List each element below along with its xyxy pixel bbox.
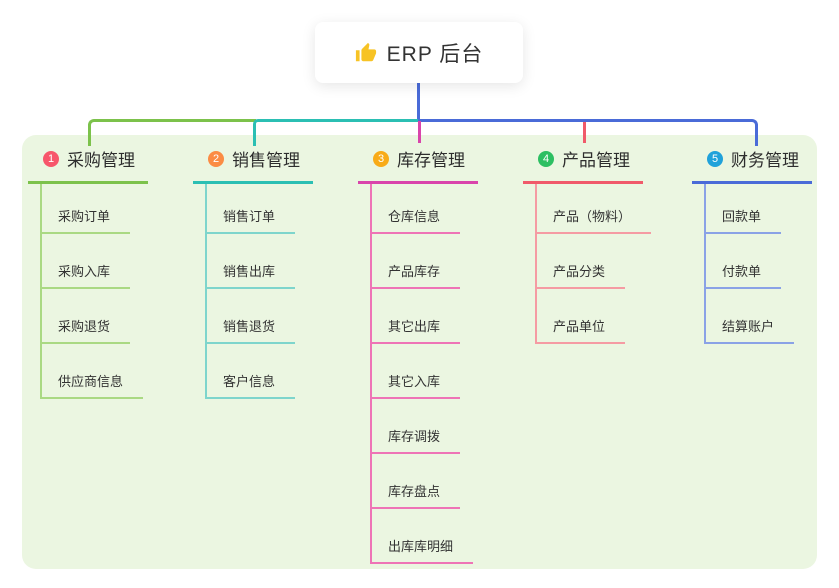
branch-item[interactable]: 付款单 [706, 234, 782, 289]
branch-number-badge: 5 [707, 150, 723, 167]
branch-title: 采购管理 [67, 151, 135, 170]
branch-title: 财务管理 [731, 151, 799, 170]
branch-item[interactable]: 回款单 [706, 184, 782, 234]
branch-items: 产品（物料） 产品分类 产品单位 [535, 184, 652, 344]
branch-header-finance[interactable]: 5 财务管理 [692, 146, 812, 184]
branch-sales: 2 销售管理 销售订单 销售出库 销售退货 客户信息 [193, 146, 313, 399]
connector-bus-finance [418, 119, 758, 146]
branch-header-inventory[interactable]: 3 库存管理 [358, 146, 478, 184]
branch-title: 销售管理 [232, 151, 300, 170]
root-connector-line [417, 82, 420, 121]
branch-items: 销售订单 销售出库 销售退货 客户信息 [205, 184, 313, 399]
branch-number-badge: 3 [373, 150, 389, 167]
branches-background-panel [22, 135, 817, 569]
branch-item[interactable]: 产品分类 [537, 234, 626, 289]
branch-item[interactable]: 采购入库 [42, 234, 131, 289]
branch-item[interactable]: 供应商信息 [42, 344, 144, 399]
branch-product: 4 产品管理 产品（物料） 产品分类 产品单位 [523, 146, 652, 344]
branch-items: 仓库信息 产品库存 其它出库 其它入库 库存调拨 库存盘点 出库库明细 [370, 184, 478, 564]
branch-item[interactable]: 销售退货 [207, 289, 296, 344]
root-node-erp[interactable]: ERP 后台 [315, 22, 523, 83]
branch-item[interactable]: 结算账户 [706, 289, 795, 344]
branch-item[interactable]: 其它入库 [372, 344, 461, 399]
connector-elbow-sales [253, 119, 421, 146]
branch-item[interactable]: 销售出库 [207, 234, 296, 289]
branch-item[interactable]: 销售订单 [207, 184, 296, 234]
branch-number-badge: 1 [43, 150, 59, 167]
branch-number-badge: 2 [208, 150, 224, 167]
branch-item[interactable]: 仓库信息 [372, 184, 461, 234]
branch-item[interactable]: 其它出库 [372, 289, 461, 344]
branch-header-purchase[interactable]: 1 采购管理 [28, 146, 148, 184]
connector-drop-product [583, 122, 586, 143]
branch-number-badge: 4 [538, 150, 554, 167]
branch-item[interactable]: 客户信息 [207, 344, 296, 399]
branch-items: 采购订单 采购入库 采购退货 供应商信息 [40, 184, 148, 399]
connector-drop-inventory [418, 121, 421, 143]
branch-item[interactable]: 库存调拨 [372, 399, 461, 454]
branch-header-sales[interactable]: 2 销售管理 [193, 146, 313, 184]
branch-title: 产品管理 [562, 151, 630, 170]
branch-item[interactable]: 采购订单 [42, 184, 131, 234]
branch-purchase: 1 采购管理 采购订单 采购入库 采购退货 供应商信息 [28, 146, 148, 399]
branch-item[interactable]: 库存盘点 [372, 454, 461, 509]
branch-finance: 5 财务管理 回款单 付款单 结算账户 [692, 146, 812, 344]
connector-elbow-purchase [88, 119, 256, 146]
branch-item[interactable]: 出库库明细 [372, 509, 474, 564]
root-node-title: ERP 后台 [386, 42, 484, 66]
branch-title: 库存管理 [397, 151, 465, 170]
branch-inventory: 3 库存管理 仓库信息 产品库存 其它出库 其它入库 库存调拨 库存盘点 出库库… [358, 146, 478, 564]
branch-header-product[interactable]: 4 产品管理 [523, 146, 643, 184]
branch-item[interactable]: 产品单位 [537, 289, 626, 344]
branch-items: 回款单 付款单 结算账户 [704, 184, 812, 344]
branch-item[interactable]: 产品（物料） [537, 184, 652, 234]
branch-item[interactable]: 产品库存 [372, 234, 461, 289]
thumbs-up-icon [355, 42, 377, 64]
branch-item[interactable]: 采购退货 [42, 289, 131, 344]
